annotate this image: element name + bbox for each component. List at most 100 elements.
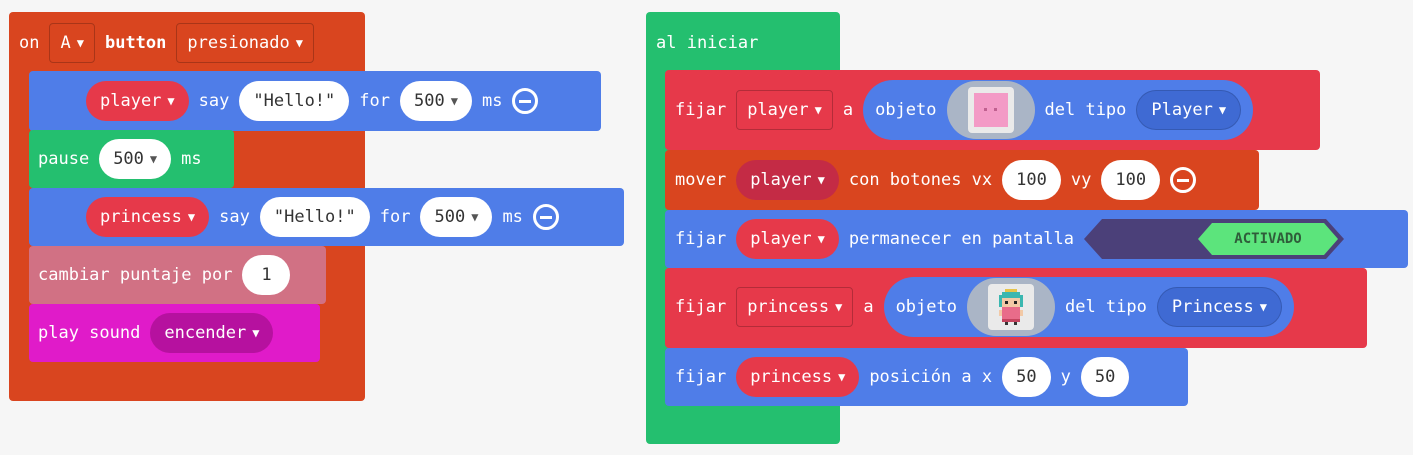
duration-dropdown[interactable]: 500 ▼: [400, 81, 472, 121]
a-label: a: [863, 297, 874, 317]
sprite-dropdown-princess[interactable]: princess ▼: [86, 197, 210, 237]
toggle-switch[interactable]: ACTIVADO: [1084, 219, 1345, 259]
variable-dropdown-princess[interactable]: princess ▼: [736, 287, 854, 327]
variable-name: player: [750, 170, 812, 190]
sprite-dropdown-player[interactable]: player▼: [86, 81, 189, 121]
ms-label: ms: [481, 91, 503, 111]
princess-sprite-icon: [998, 289, 1023, 325]
duration-value: 500: [434, 207, 466, 227]
change-score-label: cambiar puntaje por: [38, 265, 233, 285]
chevron-down-icon: ▼: [295, 36, 303, 50]
button-dropdown[interactable]: A▼: [49, 23, 95, 63]
position-label: posición a x: [869, 367, 993, 387]
x-input[interactable]: 50: [1002, 357, 1051, 397]
play-sound-label: play sound: [38, 323, 141, 343]
objeto-label: objeto: [875, 100, 937, 120]
pause-ms-label: ms: [181, 149, 202, 169]
chevron-down-icon: ▼: [835, 300, 843, 314]
variable-dropdown-player[interactable]: player▼: [736, 219, 839, 259]
chevron-down-icon: ▼: [838, 370, 846, 384]
mover-label: mover: [675, 170, 727, 190]
say-text: Hello!: [263, 91, 326, 111]
image-picker[interactable]: [946, 81, 1035, 139]
y-input[interactable]: 50: [1080, 357, 1130, 397]
chevron-down-icon: ▼: [471, 210, 479, 224]
remove-circle-icon[interactable]: [1170, 167, 1197, 193]
pause-label: pause: [38, 149, 90, 169]
chevron-down-icon: ▼: [149, 152, 158, 166]
set-position-row: fijar princess▼ posición a x 50 y 50: [675, 357, 1130, 397]
set-princess-sprite-row: fijar princess▼ a objeto: [675, 277, 1294, 337]
objeto-label: objeto: [895, 297, 957, 317]
toggle-track: [1084, 219, 1345, 259]
duration-dropdown[interactable]: 500 ▼: [420, 197, 493, 237]
for-label: for: [359, 91, 391, 111]
a-label: a: [842, 100, 854, 120]
chevron-down-icon: ▼: [817, 232, 825, 246]
x-value: 50: [1016, 367, 1037, 387]
say-label: say: [198, 91, 230, 111]
vy-value: 100: [1115, 170, 1147, 190]
chevron-down-icon: ▼: [814, 103, 822, 117]
chevron-down-icon: ▼: [817, 173, 825, 187]
set-player-sprite-row: fijar player ▼ a objeto del tipo Player▼: [675, 80, 1254, 140]
remove-circle-icon[interactable]: [532, 204, 559, 230]
variable-dropdown-player[interactable]: player ▼: [736, 90, 833, 130]
toggle-value: ACTIVADO: [1234, 231, 1302, 247]
y-value: 50: [1094, 367, 1116, 387]
say-text: Hello!: [284, 207, 346, 227]
pause-dropdown[interactable]: 500 ▼: [99, 139, 172, 179]
kind-dropdown-player[interactable]: Player▼: [1136, 90, 1242, 130]
image-preview: [967, 87, 1014, 133]
button-value: A: [60, 33, 71, 53]
chevron-down-icon: ▼: [167, 94, 175, 108]
variable-dropdown-princess[interactable]: princess ▼: [736, 357, 860, 397]
chevron-down-icon: ▼: [1259, 300, 1267, 314]
fijar-label: fijar: [675, 367, 727, 387]
event-dropdown[interactable]: presionado ▼: [176, 23, 314, 63]
del-tipo-label: del tipo: [1064, 297, 1147, 317]
princess-say-row: princess ▼ say "Hello!" for 500 ▼ ms: [86, 197, 559, 237]
say-text-input[interactable]: "Hello!": [259, 197, 370, 237]
vy-input[interactable]: 100: [1101, 160, 1161, 200]
pink-square-sprite-icon: [973, 93, 1008, 127]
kind-dropdown-princess[interactable]: Princess ▼: [1156, 287, 1282, 327]
say-text-input[interactable]: "Hello!": [239, 81, 350, 121]
sound-dropdown[interactable]: encender▼: [150, 313, 274, 353]
fijar-label: fijar: [675, 229, 727, 249]
create-sprite-block[interactable]: objeto: [883, 277, 1294, 337]
vx-input[interactable]: 100: [1002, 160, 1061, 200]
variable-name: player: [747, 100, 809, 120]
on-start-header: al iniciar: [656, 23, 758, 63]
kind-value: Princess: [1171, 297, 1254, 317]
kind-value: Player: [1151, 100, 1213, 120]
event-header: on A▼ button presionado▼: [19, 23, 314, 63]
say-label: say: [219, 207, 250, 227]
create-sprite-block[interactable]: objeto del tipo Player▼: [863, 80, 1254, 140]
stay-in-screen-row: fijar player▼ permanecer en pantalla ACT…: [675, 219, 1345, 259]
button-label: button: [104, 33, 167, 53]
chevron-down-icon: ▼: [187, 210, 196, 224]
event-value: presionado: [187, 33, 290, 53]
fijar-label: fijar: [675, 100, 727, 120]
image-picker[interactable]: [966, 278, 1055, 336]
con-botones-label: con botones vx: [848, 170, 993, 190]
pause-value: 500: [113, 149, 144, 169]
sprite-name: princess: [100, 207, 182, 227]
chevron-down-icon: ▼: [252, 326, 260, 340]
for-label: for: [379, 207, 411, 227]
variable-name: princess: [750, 367, 833, 387]
player-say-row: player▼ say "Hello!" for 500 ▼ ms: [86, 81, 539, 121]
move-with-buttons-row: mover player ▼ con botones vx 100 vy 100: [675, 160, 1197, 200]
chevron-down-icon: ▼: [450, 94, 458, 108]
variable-dropdown-player[interactable]: player ▼: [736, 160, 839, 200]
image-preview: [987, 284, 1034, 330]
remove-circle-icon[interactable]: [512, 88, 539, 114]
variable-name: princess: [747, 297, 830, 317]
play-sound-row: play sound encender▼: [38, 313, 274, 353]
vy-label: vy: [1070, 170, 1092, 190]
ms-label: ms: [502, 207, 523, 227]
score-input[interactable]: 1: [242, 255, 291, 295]
score-value: 1: [261, 265, 272, 285]
duration-value: 500: [414, 91, 445, 111]
